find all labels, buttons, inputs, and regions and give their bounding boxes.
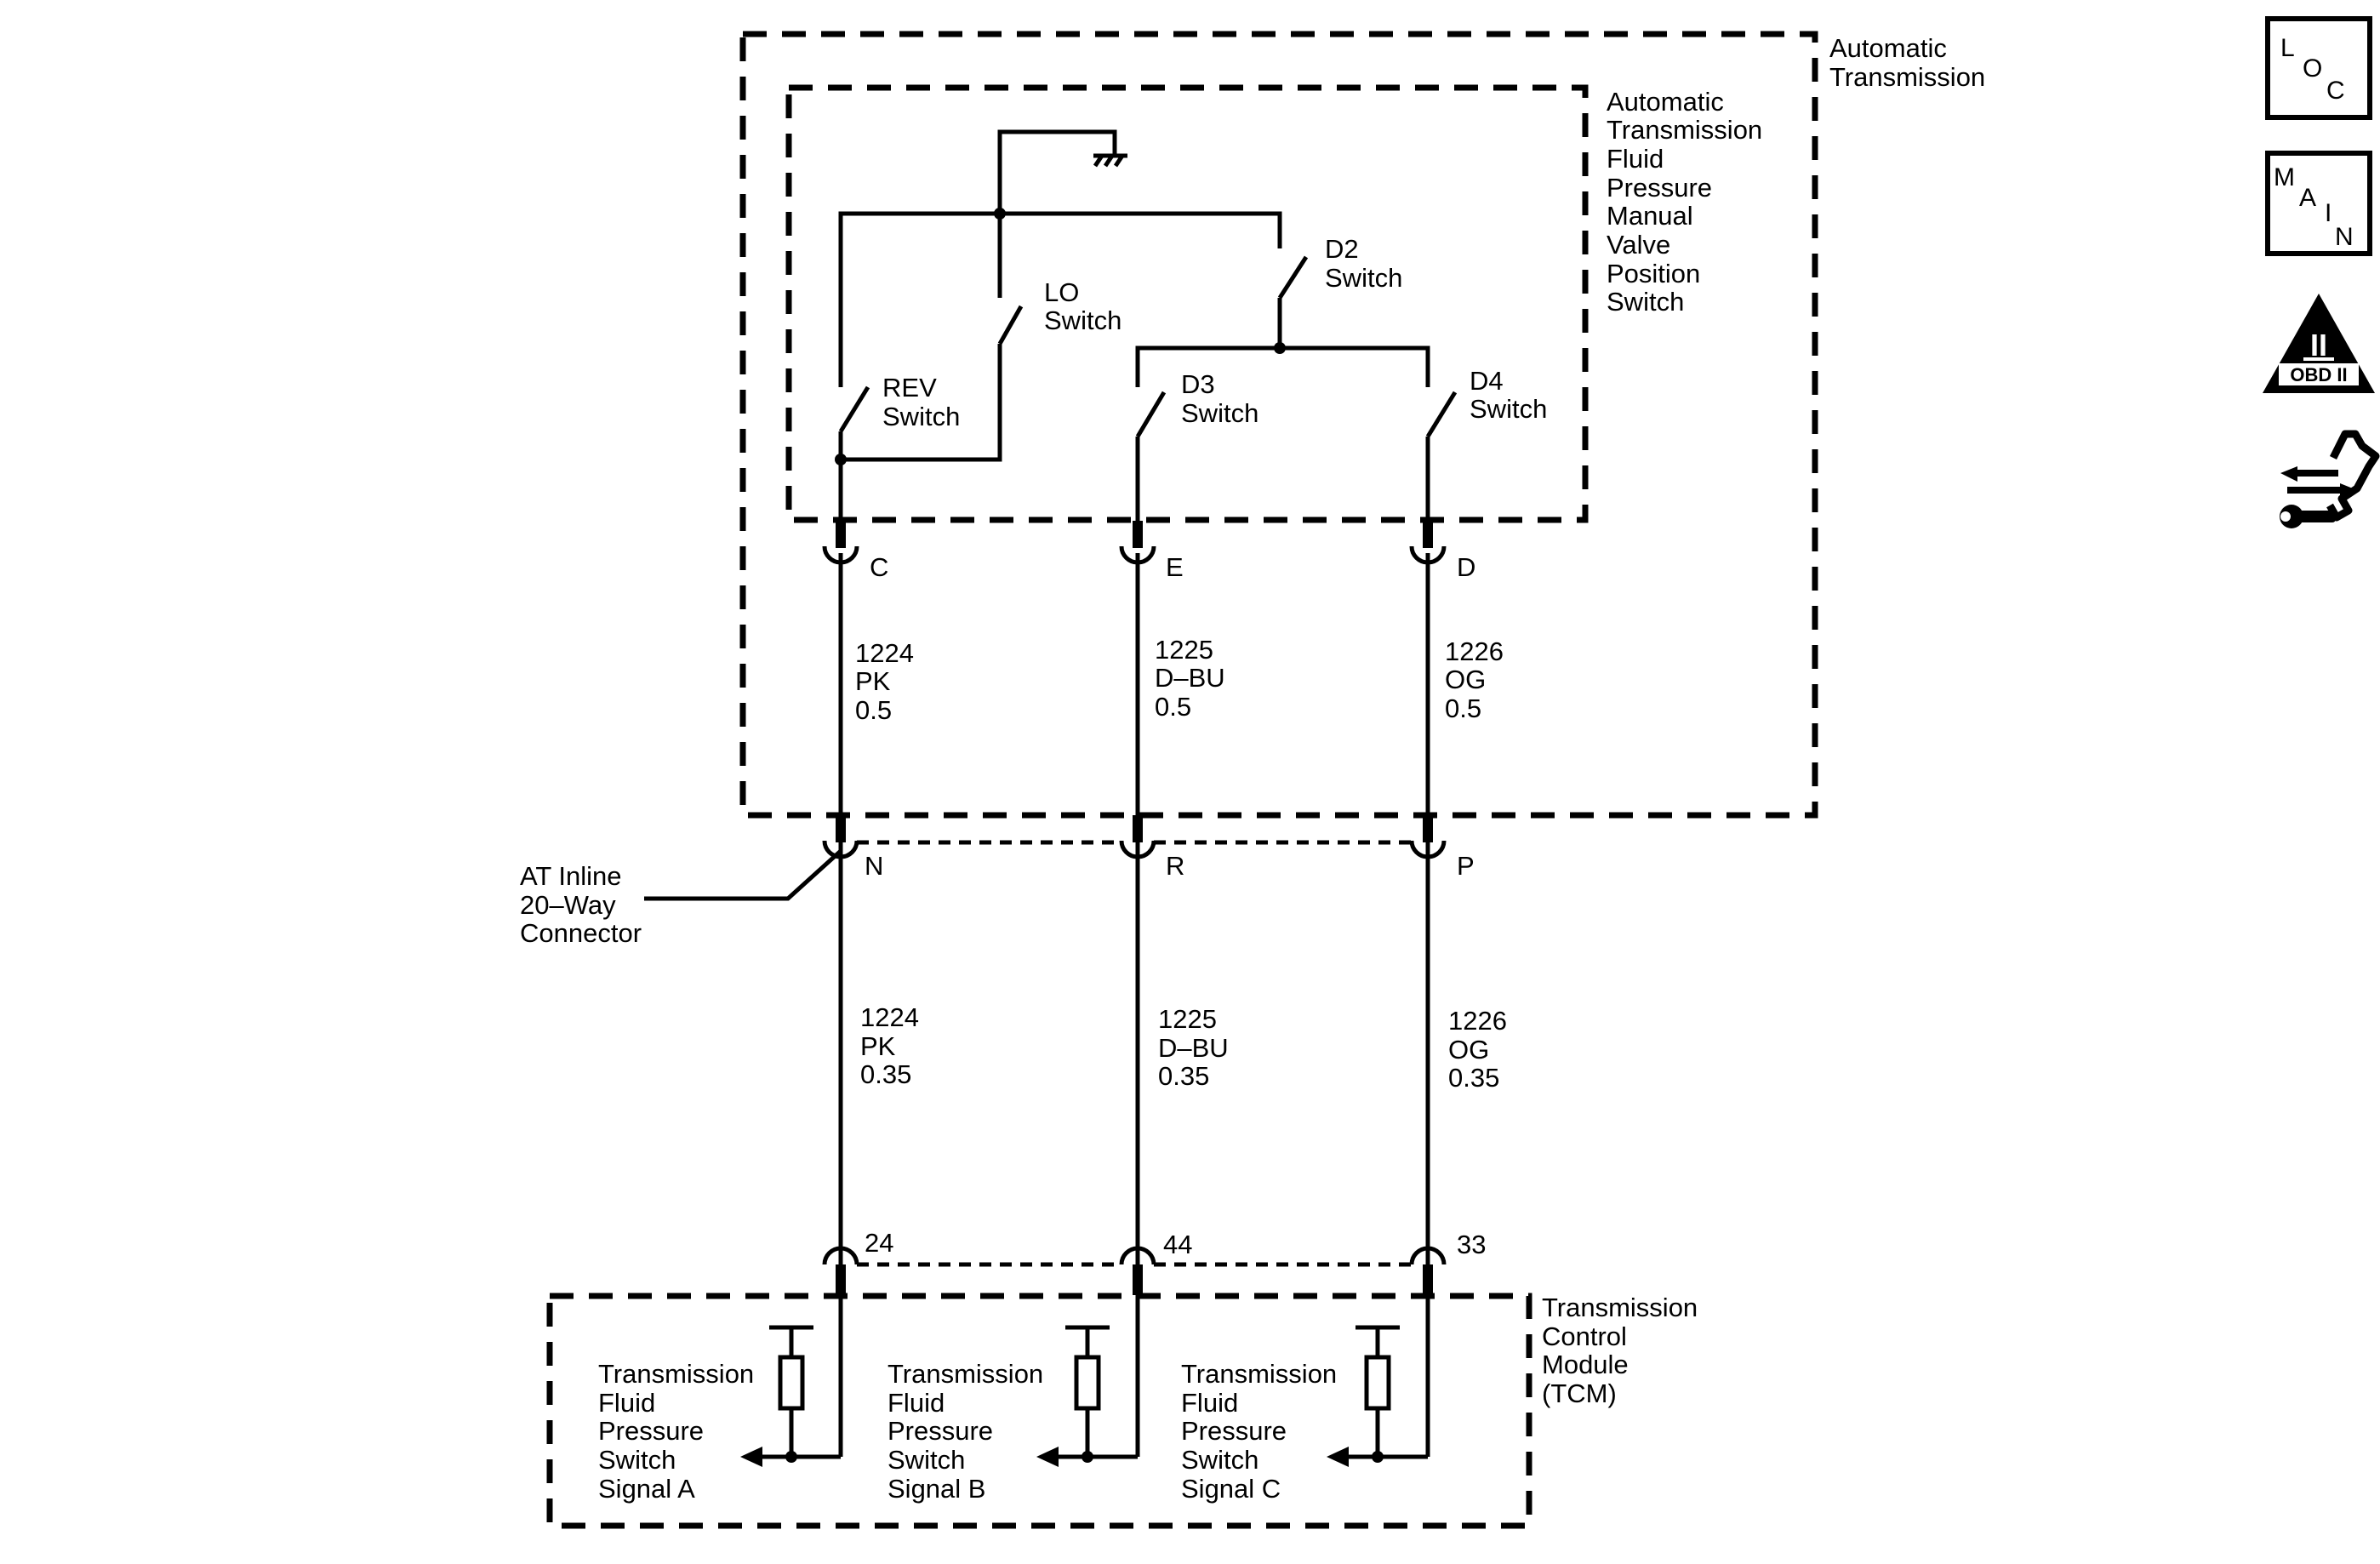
ground-symbol	[997, 129, 1127, 214]
automatic-transmission-box	[739, 31, 1818, 819]
d2-switch-label: D2 Switch	[1325, 234, 1402, 293]
d2-switch	[1135, 255, 1430, 387]
connector-leader-line	[644, 849, 842, 901]
rev-switch-label: REV Switch	[882, 373, 960, 431]
wire-label-1225-upper: 1225 D–BU 0.5	[1155, 635, 1232, 722]
wire-label-1226-lower: 1226 OG 0.35	[1448, 1006, 1515, 1093]
svg-text:L: L	[2280, 34, 2295, 62]
svg-text:M: M	[2274, 163, 2295, 191]
pin-44-label: 44	[1163, 1230, 1192, 1259]
pin-c-label: C	[870, 552, 888, 582]
switch-connector-pins	[822, 521, 1447, 565]
pin-d-label: D	[1457, 552, 1475, 582]
arrows-wrench-icon[interactable]	[2280, 430, 2380, 528]
tcm-signal-a-circuit	[740, 1325, 841, 1467]
tcm-signal-c-circuit	[1327, 1325, 1428, 1467]
pressure-switch-box	[785, 84, 1589, 523]
pressure-switch-label: Automatic Transmission Fluid Pressure Ma…	[1607, 87, 1770, 317]
pin-r-label: R	[1166, 851, 1184, 881]
d3-switch-label: D3 Switch	[1181, 369, 1258, 428]
loc-button[interactable]: L O C	[2265, 16, 2372, 120]
pin-e-label: E	[1166, 552, 1184, 582]
svg-text:OBD II: OBD II	[2290, 364, 2347, 385]
tcm-signal-c-label: Transmission Fluid Pressure Switch Signa…	[1181, 1359, 1344, 1504]
rev-switch	[835, 385, 870, 521]
d4-switch	[1425, 391, 1458, 521]
bus-junction	[994, 208, 1006, 220]
obd-ii-icon[interactable]: II OBD II	[2263, 294, 2375, 393]
svg-text:II: II	[2310, 328, 2327, 362]
svg-text:A: A	[2299, 184, 2316, 212]
tcm-label: Transmission Control Module (TCM)	[1542, 1293, 1705, 1408]
pin-24-label: 24	[865, 1228, 893, 1258]
wire-label-1224-lower: 1224 PK 0.35	[860, 1002, 927, 1089]
svg-text:I: I	[2325, 199, 2331, 227]
connector-label: AT Inline 20–Way Connector	[520, 861, 642, 948]
pin-33-label: 33	[1457, 1230, 1486, 1259]
wire-label-1224-upper: 1224 PK 0.5	[855, 638, 922, 725]
automatic-transmission-label: Automatic Transmission	[1829, 33, 1985, 92]
pin-n-label: N	[865, 851, 883, 881]
tcm-signal-b-circuit	[1036, 1325, 1138, 1467]
tcm-signal-b-label: Transmission Fluid Pressure Switch Signa…	[888, 1359, 1051, 1504]
pin-p-label: P	[1457, 851, 1475, 881]
lo-switch	[841, 305, 1024, 462]
tcm-connector-pins	[822, 1246, 1447, 1295]
d3-switch	[1135, 391, 1167, 521]
lo-switch-label: LO Switch	[1044, 277, 1122, 335]
tcm-signal-a-label: Transmission Fluid Pressure Switch Signa…	[598, 1359, 762, 1504]
svg-text:N: N	[2335, 223, 2354, 251]
wire-label-1225-lower: 1225 D–BU 0.35	[1158, 1004, 1236, 1091]
svg-text:O: O	[2303, 54, 2322, 83]
svg-text:C: C	[2326, 77, 2345, 105]
d4-switch-label: D4 Switch	[1470, 366, 1547, 424]
inline-connector-pins	[822, 815, 1447, 859]
main-button[interactable]: M A I N	[2265, 151, 2372, 256]
wire-label-1226-upper: 1226 OG 0.5	[1445, 636, 1511, 723]
tcm-box	[546, 1293, 1532, 1529]
ground-bus	[838, 211, 1282, 387]
